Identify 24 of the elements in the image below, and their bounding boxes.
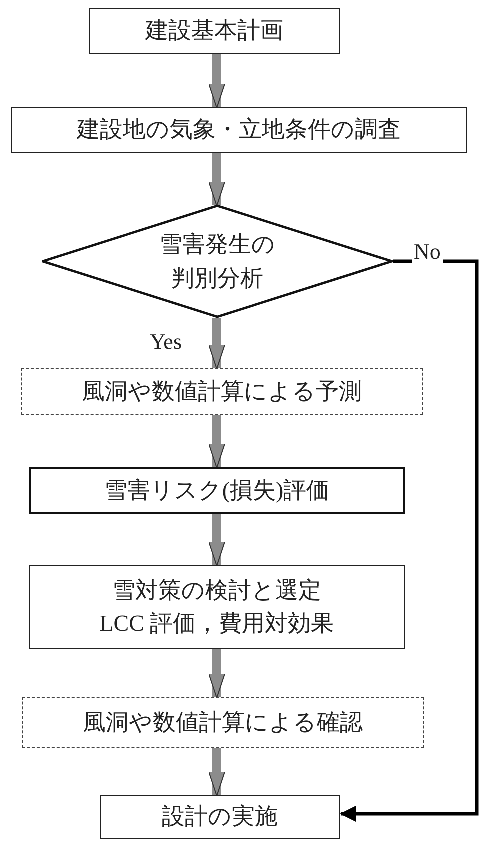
node-label: 建設基本計画 (146, 17, 284, 46)
decision-diamond (42, 205, 393, 318)
process-box (100, 795, 340, 839)
node-label: 建設地の気象・立地条件の調査 (77, 116, 401, 144)
process-box (29, 565, 405, 649)
node-label: 雪害発生の判別分析 (158, 231, 276, 292)
block-arrow (208, 748, 226, 796)
connector-arrow (340, 260, 479, 822)
node-label: 風洞や数値計算による確認 (83, 708, 363, 737)
node-label: 雪害リスク(損失)評価 (104, 476, 330, 505)
process-box (11, 107, 467, 153)
block-arrow (208, 54, 226, 108)
process-box (89, 8, 340, 54)
process-box (29, 467, 405, 514)
process-box (21, 368, 423, 415)
node-label: 雪対策の検討と選定LCC 評価，費用対効果 (99, 576, 335, 638)
block-arrow (208, 318, 226, 370)
block-arrow (208, 514, 226, 566)
process-box (22, 697, 424, 748)
block-arrow (208, 415, 226, 468)
node-label: 風洞や数値計算による予測 (82, 378, 362, 406)
block-arrow (208, 649, 226, 698)
block-arrow (208, 153, 226, 206)
node-label: 設計の実施 (162, 803, 278, 832)
